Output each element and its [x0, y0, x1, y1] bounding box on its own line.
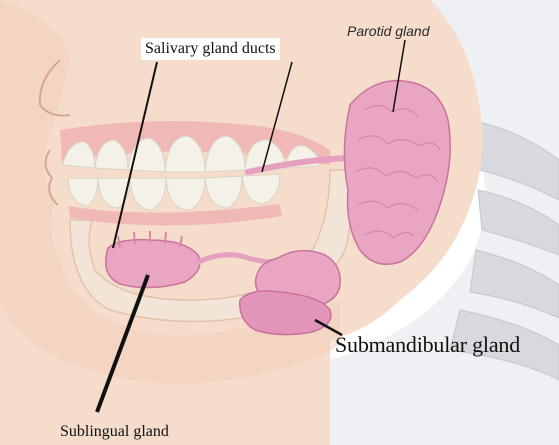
label-salivary-gland-ducts: Salivary gland ducts: [141, 38, 280, 60]
label-submandibular-gland: Submandibular gland: [335, 332, 520, 358]
label-sublingual-gland: Sublingual gland: [60, 423, 169, 441]
label-parotid-gland: Parotid gland: [347, 23, 430, 39]
